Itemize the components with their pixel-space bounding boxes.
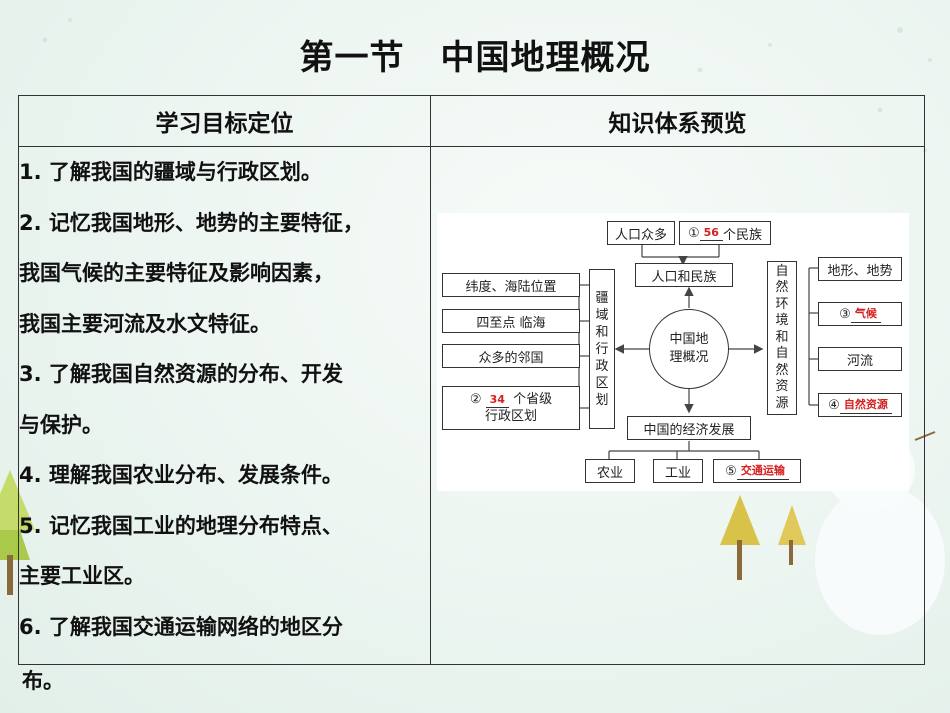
box-terrain: 地形、地势	[818, 257, 902, 281]
label-char: 源	[775, 395, 789, 411]
label-char: 域	[595, 307, 609, 323]
label-char: 区	[595, 375, 609, 391]
box-ethnic-groups: ① 56 个民族	[679, 221, 771, 245]
center-line-2: 理概况	[669, 350, 709, 365]
ethnic-prefix: ①	[688, 225, 700, 241]
provincial-prefix: ②	[469, 392, 482, 407]
box-economy: 中国的经济发展	[627, 416, 751, 440]
label-char: 行	[595, 341, 609, 357]
label-nature-resources: 自 然 环 境 和 自 然 资 源	[767, 261, 797, 415]
diagram-connectors	[578, 245, 818, 459]
label-char: 资	[775, 379, 789, 395]
box-provincial-division: ② 34 个省级 行政区划	[442, 386, 580, 430]
goal-line: 3. 了解我国自然资源的分布、开发	[19, 362, 343, 386]
label-char: 自	[775, 263, 789, 279]
box-neighbors: 众多的邻国	[442, 344, 580, 368]
climate-prefix: ③	[839, 306, 851, 322]
box-rivers: 河流	[818, 347, 902, 371]
transport-answer: 交通运输	[736, 462, 789, 480]
provincial-line-1: ② 34 个省级	[470, 391, 552, 408]
page-title: 第一节中国地理概况	[0, 30, 950, 79]
goal-line: 我国气候的主要特征及影响因素，	[19, 261, 334, 285]
center-china-geography: 中国地 理概况	[649, 309, 729, 389]
section-number: 第一节	[299, 38, 405, 78]
climate-answer: 气候	[850, 305, 881, 323]
box-climate: ③ 气候	[818, 302, 902, 326]
center-line-1: 中国地	[669, 332, 709, 347]
transport-prefix: ⑤	[725, 463, 737, 479]
label-char: 划	[595, 392, 609, 408]
section-title: 中国地理概况	[440, 38, 651, 78]
provincial-line-2: 行政区划	[484, 409, 537, 424]
goal-line: 6. 了解我国交通运输网络的地区分	[19, 614, 343, 639]
provincial-suffix: 个省级	[513, 392, 553, 407]
provincial-answer: 34	[485, 393, 509, 408]
goal-line: 2. 记忆我国地形、地势的主要特征，	[19, 210, 364, 235]
header-knowledge-preview: 知识体系预览	[430, 95, 925, 147]
knowledge-diagram: 人口众多 ① 56 个民族 人口和民族 中国地 理概况 疆 域 和 行 政 区 …	[437, 213, 909, 491]
label-char: 和	[775, 329, 789, 345]
label-char: 环	[775, 296, 789, 312]
box-extreme-points: 四至点 临海	[442, 309, 580, 333]
box-people-many: 人口众多	[607, 221, 675, 245]
label-char: 然	[775, 280, 789, 296]
resources-prefix: ④	[828, 397, 840, 413]
goal-line: 1. 了解我国的疆域与行政区划。	[19, 160, 322, 184]
resources-answer: 自然资源	[839, 396, 892, 414]
box-industry: 工业	[653, 459, 703, 483]
label-char: 自	[775, 346, 789, 362]
goal-line: 4. 理解我国农业分布、发展条件。	[19, 463, 343, 487]
label-char: 境	[775, 313, 789, 329]
goals-cell: 1. 了解我国的疆域与行政区划。 2. 记忆我国地形、地势的主要特征， 我国气候…	[18, 146, 431, 665]
goal-line: 与保护。	[19, 412, 103, 437]
box-latitude-position: 纬度、海陆位置	[442, 273, 580, 297]
label-char: 政	[595, 358, 609, 374]
goal-line-overflow: 布。	[22, 669, 64, 693]
box-agriculture: 农业	[585, 459, 635, 483]
label-territory-division: 疆 域 和 行 政 区 划	[589, 269, 615, 429]
box-natural-resources: ④ 自然资源	[818, 393, 902, 417]
goal-line: 我国主要河流及水文特征。	[19, 311, 271, 336]
box-population-ethnic: 人口和民族	[635, 263, 733, 287]
box-transport: ⑤ 交通运输	[713, 459, 801, 483]
ethnic-suffix: 个民族	[722, 227, 762, 243]
label-char: 疆	[595, 290, 609, 306]
ethnic-answer: 56	[699, 226, 723, 241]
goal-line: 5. 记忆我国工业的地理分布特点、	[19, 513, 343, 538]
label-char: 然	[775, 362, 789, 378]
table-header-row: 学习目标定位 知识体系预览	[18, 95, 925, 147]
label-char: 和	[595, 324, 609, 340]
goal-line: 主要工业区。	[19, 564, 145, 588]
header-learning-goals: 学习目标定位	[18, 95, 431, 147]
